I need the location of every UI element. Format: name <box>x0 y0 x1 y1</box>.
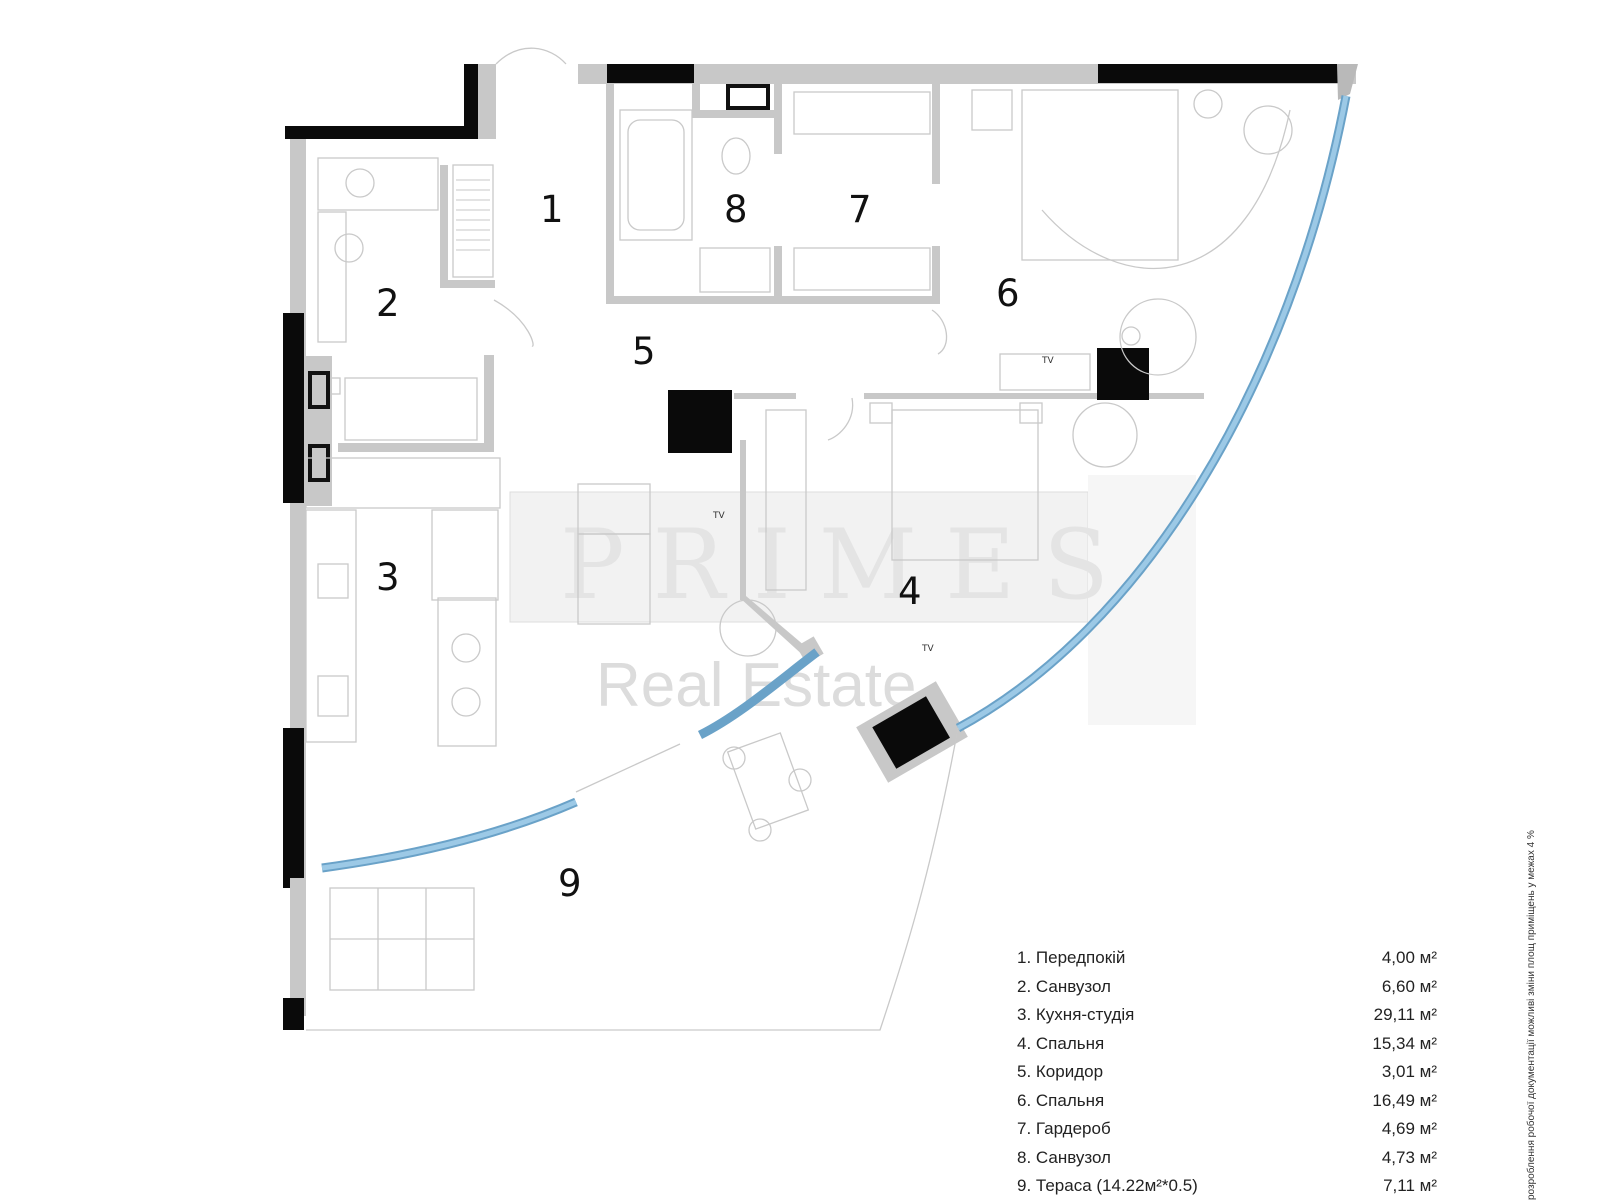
legend-room-area: 7,11 м² <box>1383 1176 1437 1195</box>
room-number-8: 8 <box>724 188 748 231</box>
door-swings <box>493 47 948 441</box>
tv-label-bedroom-4: TV <box>921 644 934 654</box>
bedroom-4-furniture <box>719 402 1138 657</box>
legend-row: 4. Спальня 15,34 м² <box>1017 1030 1437 1059</box>
tv-label-bedroom-6: TV <box>1041 356 1054 366</box>
room-number-9: 9 <box>558 862 582 905</box>
structural-columns <box>668 348 1149 783</box>
legend-room-label: 3. Кухня-студія <box>1017 1005 1135 1024</box>
legend-room-label: 7. Гардероб <box>1017 1119 1111 1138</box>
watermark-letters: PRIMES <box>560 509 1137 621</box>
legend-room-label: 1. Передпокій <box>1017 948 1126 967</box>
terrace-furniture <box>329 732 812 991</box>
curtain-wall-glazing <box>306 95 1351 1031</box>
legend-room-area: 16,49 м² <box>1372 1090 1437 1110</box>
room-number-3: 3 <box>376 556 400 599</box>
room-number-5: 5 <box>632 330 656 373</box>
exterior-walls <box>283 64 1358 1030</box>
interior-partitions <box>304 84 1204 658</box>
area-tolerance-note: розроблення робочої документації можливі… <box>1526 830 1537 1200</box>
room-number-1: 1 <box>540 188 564 231</box>
legend-room-area: 15,34 м² <box>1372 1033 1437 1053</box>
legend-room-label: 8. Санвузол <box>1017 1147 1111 1167</box>
room-numbers: 1 2 3 4 5 6 7 8 9 <box>376 188 1020 905</box>
bathroom-8-fixtures <box>619 84 771 293</box>
watermark: PRIMES Real Estate <box>509 475 1196 725</box>
room-number-7: 7 <box>848 188 872 231</box>
tv-markers: TV TV TV <box>712 356 1054 654</box>
room-number-6: 6 <box>996 272 1020 315</box>
legend-row: 5. Коридор 3,01 м² <box>1017 1058 1437 1087</box>
watermark-subtitle: Real Estate <box>596 651 917 720</box>
legend-row: 3. Кухня-студія 29,11 м² <box>1017 1001 1437 1030</box>
legend-row: 2. Санвузол 6,60 м² <box>1017 973 1437 1002</box>
legend-room-area: 29,11 м² <box>1373 1005 1437 1024</box>
legend-room-area: 6,60 м² <box>1381 976 1437 996</box>
room-number-2: 2 <box>376 282 400 325</box>
legend-room-label: 6. Спальня <box>1017 1090 1105 1110</box>
closet-hangers <box>452 91 931 591</box>
kitchen-furniture <box>305 457 651 747</box>
legend-room-label: 4. Спальня <box>1017 1033 1105 1053</box>
bathroom-2-fixtures <box>308 157 478 482</box>
legend-room-label: 2. Санвузол <box>1017 976 1111 996</box>
tv-label-living: TV <box>712 511 725 521</box>
room-number-4: 4 <box>898 570 922 613</box>
legend-room-area: 4,73 м² <box>1381 1147 1437 1167</box>
legend-room-area: 3,01 м² <box>1381 1062 1437 1081</box>
bedroom-6-furniture <box>971 89 1293 391</box>
legend-row: 8. Санвузол 4,73 м² <box>1017 1144 1437 1173</box>
legend-room-area: 4,69 м² <box>1381 1119 1437 1138</box>
legend-row: 1. Передпокій 4,00 м² <box>1017 944 1437 973</box>
legend-row: 7. Гардероб 4,69 м² <box>1017 1115 1437 1144</box>
legend-room-label: 9. Тераса (14.22м²*0.5) <box>1017 1176 1198 1195</box>
legend-row: 9. Тераса (14.22м²*0.5) 7,11 м² <box>1017 1172 1437 1201</box>
legend-room-area: 4,00 м² <box>1381 948 1437 967</box>
legend-row: 6. Спальня 16,49 м² <box>1017 1087 1437 1116</box>
legend-room-label: 5. Коридор <box>1017 1062 1104 1081</box>
